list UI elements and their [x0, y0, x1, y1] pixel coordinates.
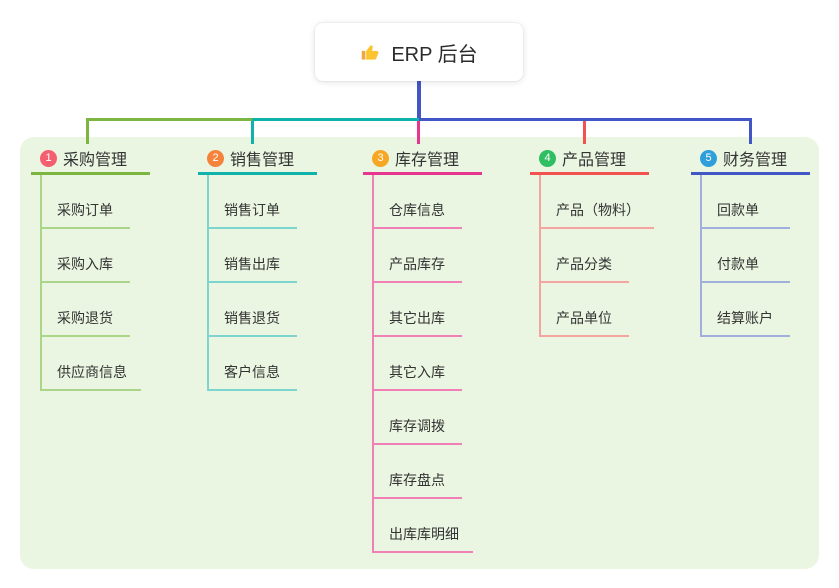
mindmap-node[interactable]: 销售订单	[209, 175, 297, 229]
mindmap-node[interactable]: 采购订单	[42, 175, 130, 229]
branch-header-finance[interactable]: 5 财务管理	[691, 144, 810, 175]
numbered-badge-icon: 3	[372, 149, 389, 167]
mindmap-node[interactable]: 供应商信息	[42, 337, 141, 391]
branch-title: 产品管理	[562, 152, 627, 169]
numbered-badge-icon: 4	[539, 149, 556, 167]
connector-root-stem	[417, 81, 421, 121]
branch-items: 回款单 付款单 结算账户	[700, 175, 810, 337]
branch-header-inventory[interactable]: 3 库存管理	[363, 144, 482, 175]
branch-finance: 5 财务管理 回款单 付款单 结算账户	[691, 144, 810, 337]
branch-items: 采购订单 采购入库 采购退货 供应商信息	[40, 175, 150, 391]
branch-items: 产品（物料） 产品分类 产品单位	[539, 175, 654, 337]
mindmap-node[interactable]: 产品单位	[541, 283, 629, 337]
mindmap-node[interactable]: 销售出库	[209, 229, 297, 283]
branch-header-sales[interactable]: 2 销售管理	[198, 144, 317, 175]
mindmap-node[interactable]: 出库库明细	[374, 499, 473, 553]
branch-title: 销售管理	[230, 152, 295, 169]
branch-title: 库存管理	[395, 152, 460, 169]
branch-header-product[interactable]: 4 产品管理	[530, 144, 649, 175]
mindmap-node[interactable]: 其它入库	[374, 337, 462, 391]
mindmap-node[interactable]: 其它出库	[374, 283, 462, 337]
connector-drop-finance	[749, 121, 752, 144]
branch-items: 销售订单 销售出库 销售退货 客户信息	[207, 175, 317, 391]
mindmap-node[interactable]: 付款单	[702, 229, 790, 283]
thumbs-up-icon	[360, 42, 381, 63]
root-label: ERP 后台	[391, 43, 478, 66]
mindmap-node[interactable]: 结算账户	[702, 283, 790, 337]
connector-drop-procurement	[86, 121, 89, 144]
mindmap-node[interactable]: 客户信息	[209, 337, 297, 391]
root-node[interactable]: ERP 后台	[315, 23, 523, 81]
branch-procurement: 1 采购管理 采购订单 采购入库 采购退货 供应商信息	[31, 144, 150, 391]
mindmap-node[interactable]: 产品库存	[374, 229, 462, 283]
numbered-badge-icon: 1	[40, 149, 57, 167]
branch-product: 4 产品管理 产品（物料） 产品分类 产品单位	[530, 144, 654, 337]
mindmap-node[interactable]: 库存调拨	[374, 391, 462, 445]
connector-drop-sales	[251, 121, 254, 144]
branch-sales: 2 销售管理 销售订单 销售出库 销售退货 客户信息	[198, 144, 317, 391]
connector-bar-left	[86, 118, 252, 121]
mindmap-node[interactable]: 回款单	[702, 175, 790, 229]
branch-title: 采购管理	[63, 152, 128, 169]
mindmap-node[interactable]: 采购退货	[42, 283, 130, 337]
numbered-badge-icon: 2	[207, 149, 224, 167]
mindmap-node[interactable]: 产品分类	[541, 229, 629, 283]
connector-bar-middle	[252, 118, 419, 121]
numbered-badge-icon: 5	[700, 149, 717, 167]
connector-drop-product	[583, 121, 586, 144]
mindmap-node[interactable]: 销售退货	[209, 283, 297, 337]
mindmap-node[interactable]: 库存盘点	[374, 445, 462, 499]
connector-bar-right	[419, 118, 752, 121]
mindmap-node[interactable]: 产品（物料）	[541, 175, 654, 229]
branch-items: 仓库信息 产品库存 其它出库 其它入库 库存调拨 库存盘点 出库库明细	[372, 175, 482, 553]
branch-header-procurement[interactable]: 1 采购管理	[31, 144, 150, 175]
branch-title: 财务管理	[723, 152, 788, 169]
mindmap-node[interactable]: 采购入库	[42, 229, 130, 283]
branch-inventory: 3 库存管理 仓库信息 产品库存 其它出库 其它入库 库存调拨 库存盘点 出库库…	[363, 144, 482, 553]
connector-drop-inventory	[417, 121, 420, 144]
mindmap-node[interactable]: 仓库信息	[374, 175, 462, 229]
